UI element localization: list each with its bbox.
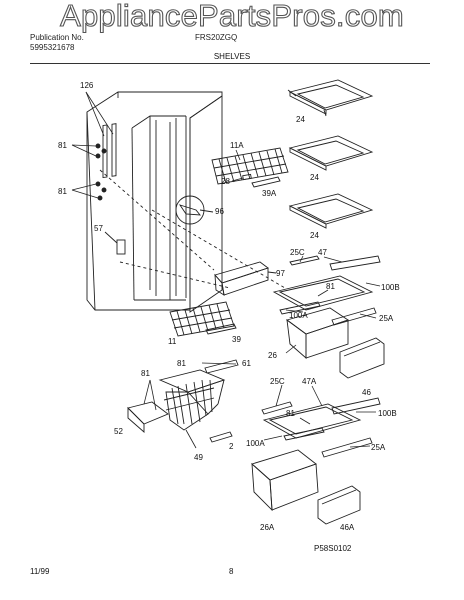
label-100b: 100B <box>381 283 400 292</box>
label-11: 11 <box>168 337 177 346</box>
label-81-crisper: 81 <box>326 282 335 291</box>
publication-number: 5995321678 <box>30 43 75 52</box>
label-100b-lower: 100B <box>378 409 397 418</box>
watermark: AppliancePartsPros.com <box>60 0 405 34</box>
footer-date: 11/99 <box>30 567 50 576</box>
basket-bracket-side <box>127 406 145 433</box>
label-39a: 39A <box>262 189 277 198</box>
crisper-cover-upper <box>272 255 381 326</box>
label-25c: 25C <box>290 248 305 257</box>
leader-57 <box>104 231 118 244</box>
label-24-bottom: 24 <box>310 231 319 240</box>
glass-shelf-top <box>287 79 374 117</box>
shelf-trim-39a <box>251 176 281 188</box>
header-rule <box>30 63 430 64</box>
crisper-drawer-lower <box>251 449 319 512</box>
label-100a: 100A <box>289 311 308 320</box>
label-81-lower: 81 <box>58 187 67 196</box>
label-96: 96 <box>215 207 224 216</box>
wire-shelf-11 <box>169 301 235 337</box>
publication-label: Publication No. <box>30 33 84 42</box>
label-24-middle: 24 <box>310 173 319 182</box>
crisper-cover-lower <box>261 397 381 458</box>
basket-bracket-52 <box>127 401 169 425</box>
page-number: 8 <box>229 567 234 576</box>
label-81-bracket: 81 <box>141 369 150 378</box>
label-24-top: 24 <box>296 115 305 124</box>
label-2: 2 <box>229 442 234 451</box>
label-81-lower-crisper: 81 <box>286 409 295 418</box>
label-11a: 11A <box>230 141 244 150</box>
label-47a: 47A <box>302 377 317 386</box>
label-25c-lower: 25C <box>270 377 285 386</box>
label-81-upper: 81 <box>58 141 67 150</box>
wire-shelf-11a <box>211 147 289 185</box>
label-57: 57 <box>94 224 103 233</box>
glass-shelf-middle <box>288 135 374 171</box>
glass-shelf-bottom <box>288 193 374 229</box>
label-49: 49 <box>194 453 203 462</box>
section-title: SHELVES <box>213 52 251 61</box>
label-26a: 26A <box>260 523 275 532</box>
label-81-basket: 81 <box>177 359 186 368</box>
pin-2 <box>209 431 233 443</box>
light-switch <box>116 239 126 255</box>
crisper-front-lower <box>317 485 361 525</box>
model-number: FRS20ZGQ <box>195 33 238 42</box>
diagram-code: P58S0102 <box>314 544 352 553</box>
label-100a-lower: 100A <box>246 439 265 448</box>
screw-set-lower <box>95 181 107 201</box>
label-97: 97 <box>276 269 285 278</box>
label-25a-lower: 25A <box>371 443 386 452</box>
label-25a: 25A <box>379 314 394 323</box>
label-61: 61 <box>242 359 251 368</box>
shelf-trim-39 <box>205 323 237 335</box>
label-52: 52 <box>114 427 123 436</box>
label-28: 28 <box>221 177 230 186</box>
cabinet <box>86 91 286 313</box>
support-61 <box>204 359 239 374</box>
crisper-drawer-upper <box>285 307 350 359</box>
screw-set-upper <box>95 143 107 159</box>
label-47: 47 <box>318 248 327 257</box>
shelf-stop-detail <box>175 195 214 225</box>
wire-basket <box>158 369 226 431</box>
crisper-front-upper <box>339 337 385 379</box>
label-46: 46 <box>362 388 371 397</box>
crisper-frame-part <box>214 261 277 296</box>
label-46a: 46A <box>340 523 355 532</box>
label-126: 126 <box>80 81 94 90</box>
clip-28 <box>242 173 252 181</box>
leader-lines <box>71 91 381 449</box>
callout-labels: 126 81 81 57 11A 28 39A 96 24 24 24 25C … <box>58 81 400 532</box>
label-26: 26 <box>268 351 277 360</box>
label-39: 39 <box>232 335 241 344</box>
